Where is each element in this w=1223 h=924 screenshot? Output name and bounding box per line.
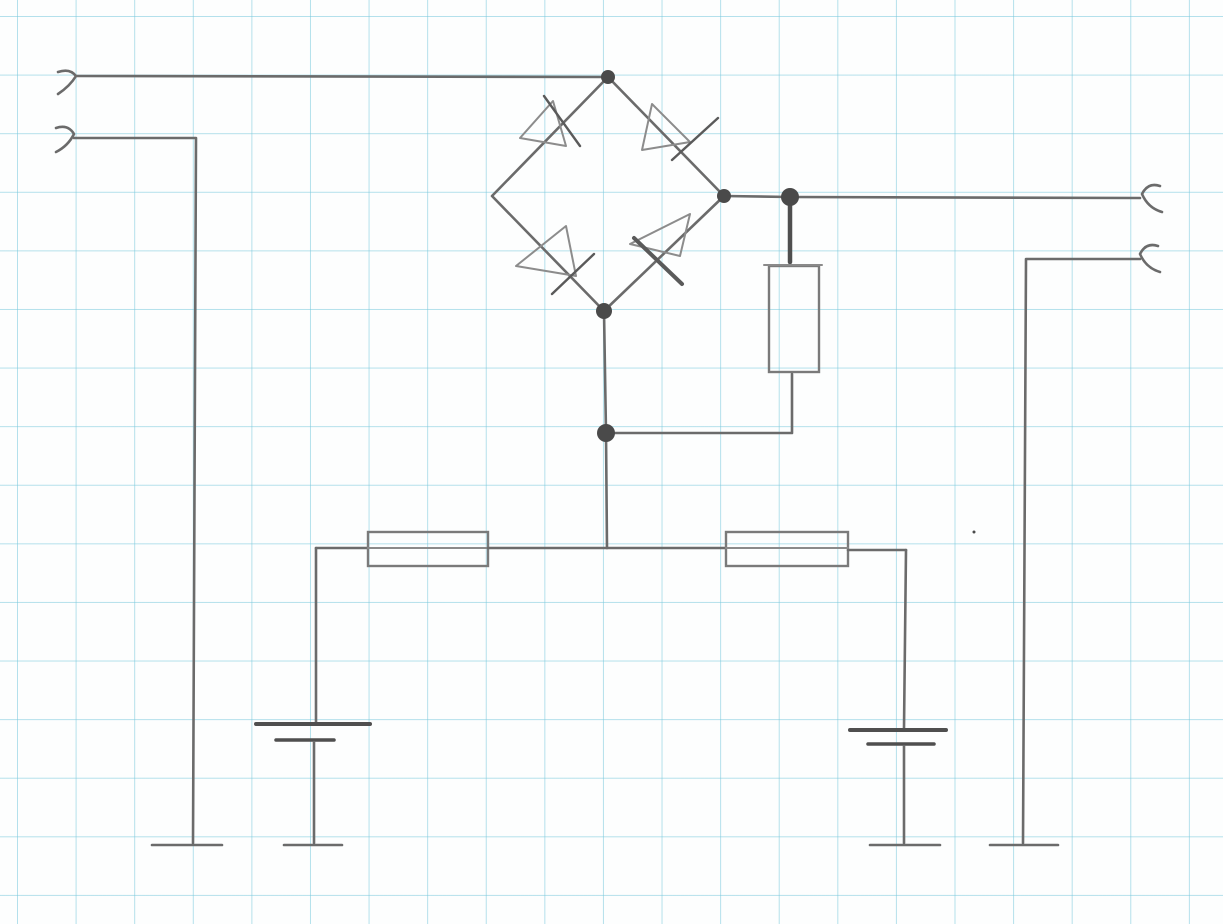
wire-cap-right-top bbox=[902, 548, 908, 730]
diode-upper-left bbox=[519, 94, 582, 148]
junction-node bbox=[596, 303, 612, 319]
wire-output-bottom bbox=[1021, 257, 1142, 845]
pencil-dot bbox=[972, 530, 976, 534]
junction-node bbox=[601, 70, 615, 84]
output-terminal-bottom bbox=[1138, 243, 1162, 274]
resistor-right bbox=[724, 530, 850, 568]
wire-input-top bbox=[74, 74, 610, 79]
junction-nodes bbox=[596, 70, 976, 534]
diode-upper-right bbox=[641, 103, 720, 162]
capacitor-left bbox=[254, 722, 372, 742]
wire-resistor-bottom bbox=[604, 372, 794, 435]
input-terminal-top bbox=[56, 69, 78, 96]
output-terminal-top bbox=[1140, 183, 1164, 214]
junction-node bbox=[597, 424, 615, 442]
resistor-vertical bbox=[763, 264, 823, 374]
diode-lower-left bbox=[515, 225, 596, 296]
input-terminal-bottom bbox=[54, 125, 76, 154]
resistor-left bbox=[366, 530, 490, 568]
junction-node bbox=[717, 189, 731, 203]
junction-node bbox=[781, 188, 799, 206]
bridge-rectifier bbox=[490, 75, 726, 313]
diode-lower-right bbox=[629, 213, 691, 286]
input-terminals bbox=[54, 69, 78, 154]
capacitor-right bbox=[848, 728, 948, 746]
output-terminals bbox=[1138, 183, 1164, 274]
wire-input-bottom bbox=[72, 136, 198, 845]
